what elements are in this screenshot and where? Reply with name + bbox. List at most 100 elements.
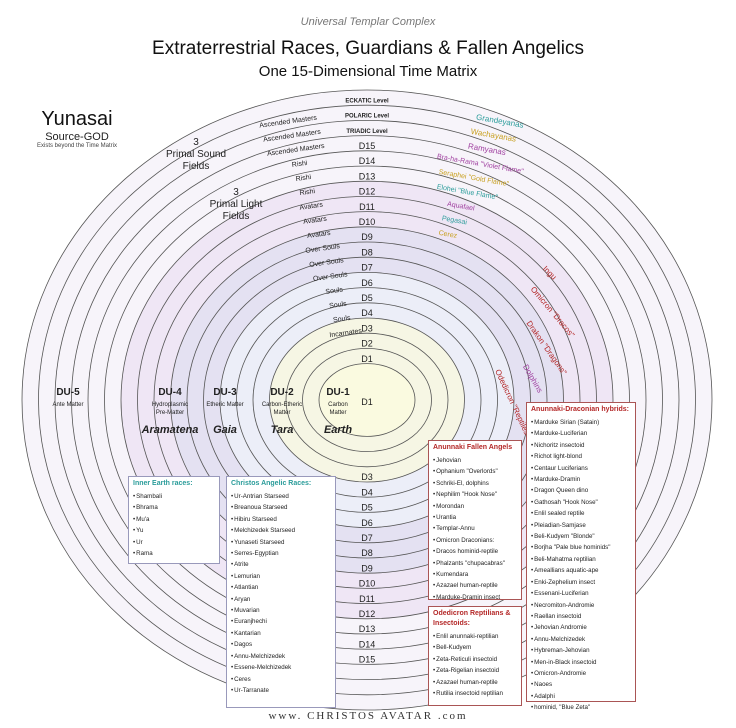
list-item: Serres-Egyptian (231, 548, 331, 559)
list-item: Essene-Melchizedek (231, 662, 331, 673)
dimension-host-label: Souls (329, 301, 348, 310)
inner-earth-races-box: Inner Earth races: ShambaliBhramaMu'aYuU… (128, 476, 220, 564)
list-item: Jehovian (433, 455, 517, 466)
list-item: Yu (133, 525, 215, 536)
dimension-label: D5 (361, 503, 373, 513)
list-item: Azazael human-reptile (433, 677, 517, 688)
dimension-host-label: Souls (325, 286, 344, 295)
list-item: Rama (133, 548, 215, 559)
race-label: Cerez (438, 230, 458, 240)
source-note: Exists beyond the Time Matrix (36, 143, 118, 149)
dimension-label: D12 (359, 609, 376, 619)
dimension-label: D9 (361, 563, 373, 573)
list-item: Zeta-Rigelian insectoid (433, 665, 517, 676)
page-title: Extraterrestrial Races, Guardians & Fall… (152, 38, 584, 59)
odedicron-reptilians-box: Odedicron Reptilians & Insectoids: Enlil… (428, 606, 522, 706)
dimension-label: D14 (359, 156, 376, 166)
list-item: Ceres (231, 674, 331, 685)
planet-label: Aramatena (141, 424, 199, 436)
list-item: Richot light-blond (531, 451, 631, 462)
list-item: Ameallians aquatic-ape (531, 565, 631, 576)
source-name: Yunasai (41, 108, 113, 130)
dimension-label: D9 (361, 232, 373, 242)
list-item: Zeta-Reticuli insectoid (433, 654, 517, 665)
race-label: Pegasai (441, 215, 468, 226)
list-item: Hybreman-Jehovian (531, 645, 631, 656)
density-matter-label: Pre-Matter (156, 410, 184, 416)
box-title: Odedicron Reptilians & Insectoids: (433, 610, 511, 627)
list-item: Centaur Luciferians (531, 463, 631, 474)
list-item: Ophanium "Overlords" (433, 466, 517, 477)
dimension-label: D11 (359, 594, 375, 604)
list-item: Schriki-El, dolphins (433, 478, 517, 489)
dimension-label: D11 (359, 202, 375, 212)
planet-label: Earth (324, 424, 352, 436)
dimension-label: D13 (359, 624, 376, 634)
list-item: Enlil anunnaki-reptilian (433, 631, 517, 642)
sound-fields-label: Fields (183, 161, 210, 172)
dimension-label: D7 (361, 533, 373, 543)
list-item: Mu'a (133, 514, 215, 525)
list-item: Borjha "Pale blue hominids" (531, 542, 631, 553)
list-item: Phalzants "chupacabras" (433, 558, 517, 569)
dimension-host-label: Avatars (299, 202, 324, 212)
light-fields-label: Primal Light (210, 199, 263, 210)
list-item: Dagos (231, 639, 331, 650)
dimension-label: D10 (359, 579, 376, 589)
dimension-host-label: Rishi (299, 188, 316, 197)
page-subtitle: One 15-Dimensional Time Matrix (258, 63, 478, 80)
list-item: hominid, "Blue Zeta" (531, 702, 631, 713)
dimension-host-label: Over Souls (305, 243, 341, 255)
list-item: Pleiadian-Samjase (531, 520, 631, 531)
list-item: Ur (133, 537, 215, 548)
light-fields-label: 3 (233, 187, 239, 198)
list-item: Urantia (433, 512, 517, 523)
race-label: Aquafael (447, 201, 476, 213)
dimension-label: D8 (361, 548, 373, 558)
list-item: Aryan (231, 594, 331, 605)
list-item: Omicron-Andromie (531, 668, 631, 679)
dimension-host-label: Over Souls (309, 257, 345, 269)
box-title: Inner Earth races: (133, 480, 193, 487)
list-item: Marduke-Dramin insect (433, 592, 517, 603)
sound-fields-label: Primal Sound (166, 149, 226, 160)
list-item: Omicron Draconians: (433, 535, 517, 546)
density-unit-label: DU-2 (270, 387, 294, 398)
dimension-label: D1 (361, 354, 373, 364)
list-item: Enki-Zephelium insect (531, 577, 631, 588)
list-item: Ur-Tarranate (231, 685, 331, 696)
list-item: Necromiton-Andromie (531, 600, 631, 611)
list-item: Dragon Queen dino (531, 485, 631, 496)
list-item: Melchizedek Starseed (231, 525, 331, 536)
anunnaki-draconian-hybrids-box: Anunnaki-Draconian hybrids: Marduke Siri… (526, 402, 636, 711)
density-matter-label: Etheric Matter (206, 402, 243, 408)
list-item: Enlil sealed reptile (531, 508, 631, 519)
level-label: POLARIC Level (345, 114, 389, 120)
level-label: TRIADIC Level (346, 129, 388, 135)
density-unit-label: DU-3 (213, 387, 237, 398)
list-item: Kantarian (231, 628, 331, 639)
planet-label: Gaia (213, 424, 237, 436)
list-item: Bhrama (133, 502, 215, 513)
dimension-label: D14 (359, 639, 376, 649)
box-title: Anunnaki Fallen Angels (433, 444, 513, 451)
list-item: Men-in-Black insectoid (531, 657, 631, 668)
dimension-label: D10 (359, 217, 376, 227)
list-item: Shambali (133, 491, 215, 502)
dimension-label: D3 (361, 323, 373, 333)
dimension-host-label: Rishi (291, 160, 308, 169)
density-matter-label: Ante Matter (52, 402, 83, 408)
density-matter-label: Carbon (328, 402, 348, 408)
anunnaki-fallen-angels-box: Anunnaki Fallen Angels JehovianOphanium … (428, 440, 522, 603)
light-fields-label: Fields (223, 211, 250, 222)
list-item: Atlantian (231, 582, 331, 593)
list-item: Azazael human-reptile (433, 580, 517, 591)
dimension-host-label: Avatars (307, 230, 332, 240)
sound-fields-label: 3 (193, 137, 199, 148)
list-item: Dracos hominid-reptile (433, 546, 517, 557)
list-item: Atrite (231, 559, 331, 570)
list-item: Lemurian (231, 571, 331, 582)
list-item: Beli-Kudyem "Blonde" (531, 531, 631, 542)
dimension-label: D3 (361, 472, 373, 482)
list-item: Nichoritz insectoid (531, 440, 631, 451)
